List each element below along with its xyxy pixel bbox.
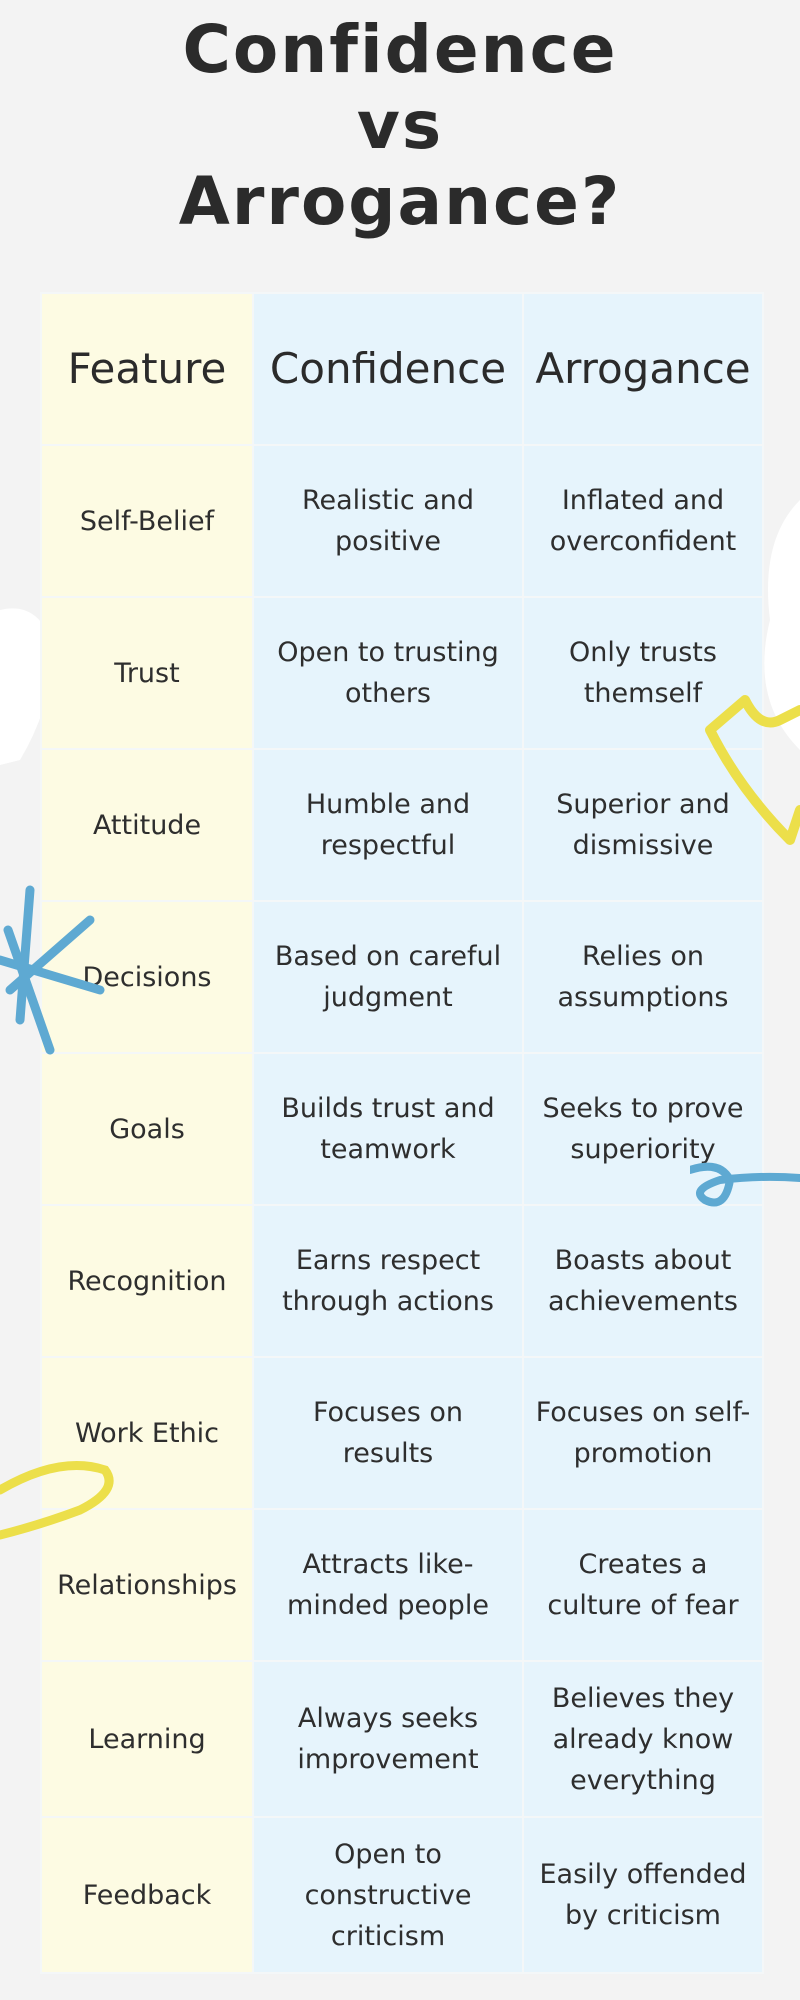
arrogance-cell: Believes they already know everything (522, 1660, 764, 1818)
confidence-cell: Always seeks improvement (252, 1660, 524, 1818)
comparison-table: Feature Confidence Arrogance Self-Belief… (40, 292, 764, 1974)
title-line-2: vs (356, 87, 444, 164)
header-arrogance: Arrogance (522, 292, 764, 446)
table-header-row: Feature Confidence Arrogance (40, 292, 764, 446)
feature-cell: Attitude (40, 748, 254, 902)
feature-cell: Learning (40, 1660, 254, 1818)
yellow-loop-doodle (0, 1461, 114, 1540)
table-row: Feedback Open to constructive criticism … (40, 1816, 764, 1974)
confidence-cell: Attracts like-minded people (252, 1508, 524, 1662)
feature-cell: Decisions (40, 900, 254, 1054)
feature-cell: Relationships (40, 1508, 254, 1662)
arrogance-cell: Focuses on self-promotion (522, 1356, 764, 1510)
table-row: Self-Belief Realistic and positive Infla… (40, 444, 764, 598)
arrogance-cell: Inflated and overconfident (522, 444, 764, 598)
table-row: Trust Open to trusting others Only trust… (40, 596, 764, 750)
confidence-cell: Based on careful judgment (252, 900, 524, 1054)
table-row: Relationships Attracts like-minded peopl… (40, 1508, 764, 1662)
feature-cell: Goals (40, 1052, 254, 1206)
confidence-cell: Realistic and positive (252, 444, 524, 598)
confidence-cell: Focuses on results (252, 1356, 524, 1510)
table-row: Attitude Humble and respectful Superior … (40, 748, 764, 902)
table-row: Decisions Based on careful judgment Reli… (40, 900, 764, 1054)
arrogance-cell: Creates a culture of fear (522, 1508, 764, 1662)
table-row: Work Ethic Focuses on results Focuses on… (40, 1356, 764, 1510)
table-row: Goals Builds trust and teamwork Seeks to… (40, 1052, 764, 1206)
confidence-cell: Builds trust and teamwork (252, 1052, 524, 1206)
blue-swirl-doodle (690, 1162, 800, 1207)
confidence-cell: Open to constructive criticism (252, 1816, 524, 1974)
arrogance-cell: Seeks to prove superiority (522, 1052, 764, 1206)
feature-cell: Self-Belief (40, 444, 254, 598)
feature-cell: Work Ethic (40, 1356, 254, 1510)
confidence-cell: Humble and respectful (252, 748, 524, 902)
blue-star-doodle (0, 885, 105, 1055)
feature-cell: Recognition (40, 1204, 254, 1358)
confidence-cell: Earns respect through actions (252, 1204, 524, 1358)
arrogance-cell: Boasts about achievements (522, 1204, 764, 1358)
arrogance-cell: Superior and dismissive (522, 748, 764, 902)
header-confidence: Confidence (252, 292, 524, 446)
header-feature: Feature (40, 292, 254, 446)
feature-cell: Trust (40, 596, 254, 750)
title-line-3: Arrogance? (178, 163, 622, 240)
feature-cell: Feedback (40, 1816, 254, 1974)
confidence-cell: Open to trusting others (252, 596, 524, 750)
page-title: Confidence vs Arrogance? (0, 12, 800, 240)
title-line-1: Confidence (182, 11, 618, 88)
white-brush-stroke-right (764, 500, 800, 750)
table-row: Recognition Earns respect through action… (40, 1204, 764, 1358)
arrogance-cell: Easily offended by criticism (522, 1816, 764, 1974)
table-row: Learning Always seeks improvement Believ… (40, 1660, 764, 1818)
yellow-heart-doodle (705, 695, 800, 845)
arrogance-cell: Relies on assumptions (522, 900, 764, 1054)
